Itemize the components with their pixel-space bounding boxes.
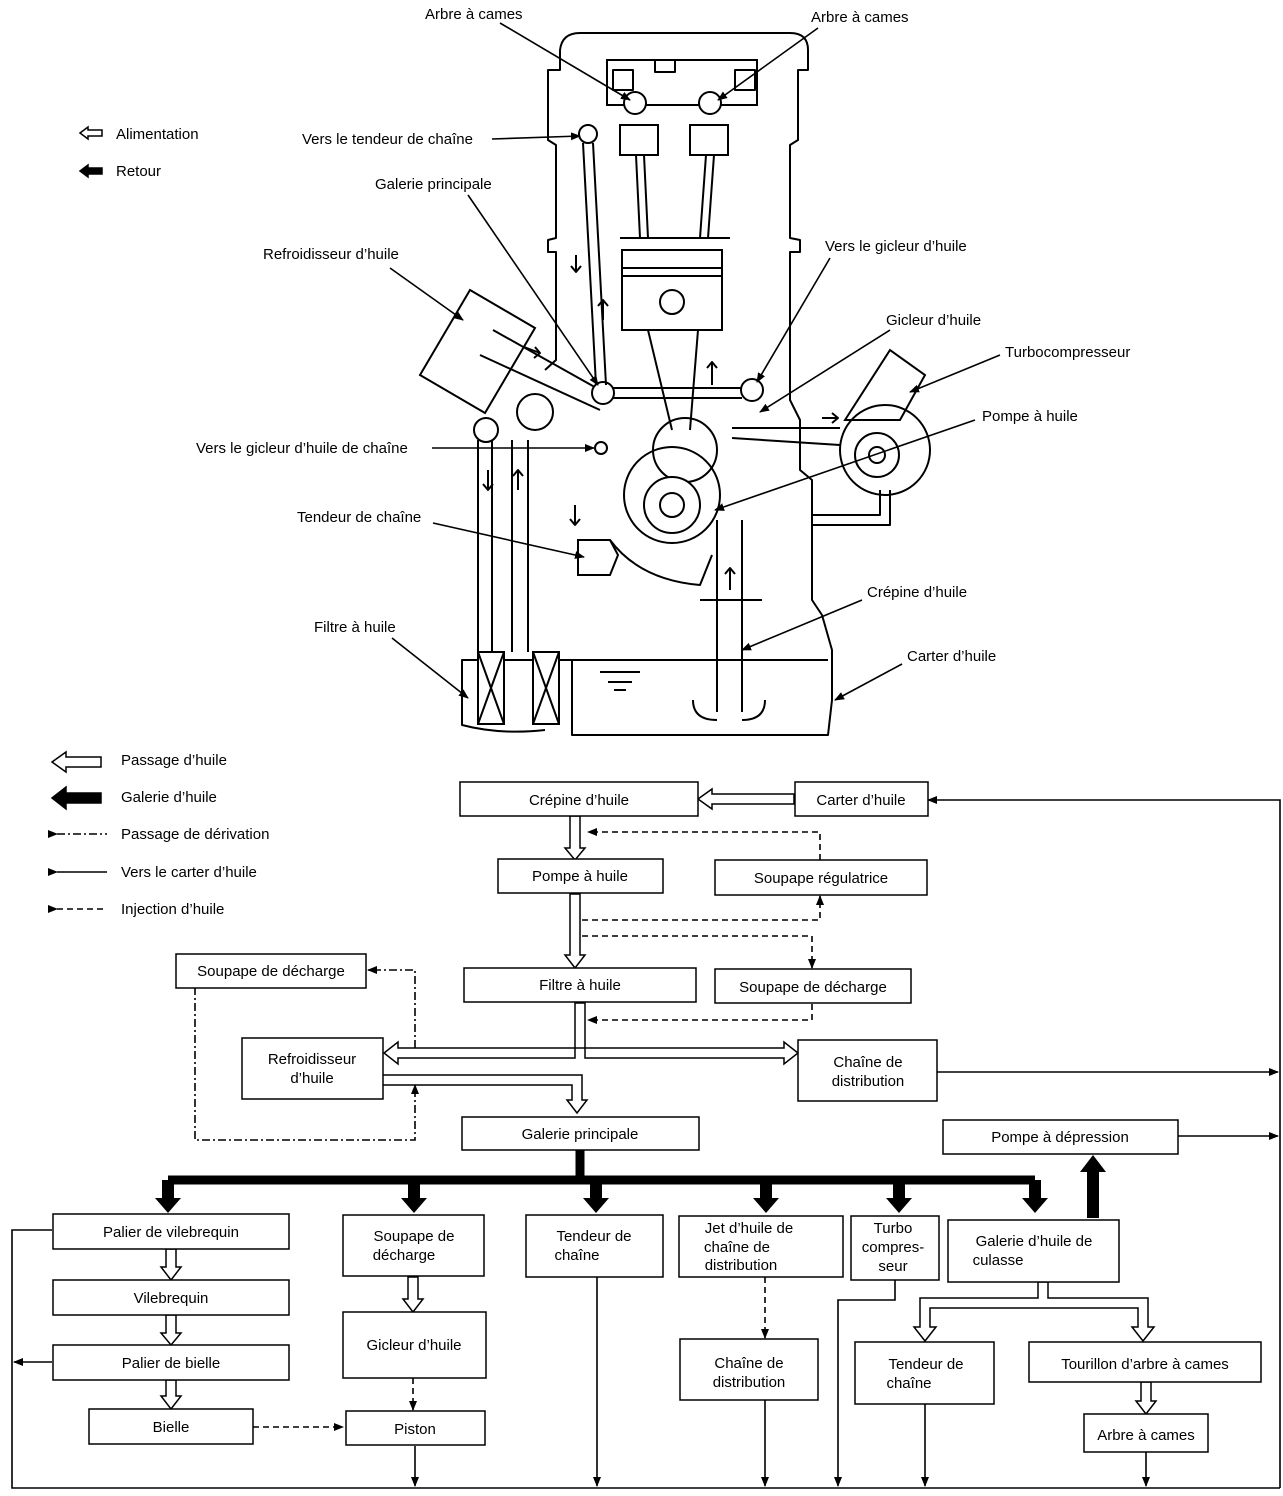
box-tourillon: Tourillon d’arbre à cames [1061, 1356, 1229, 1373]
box-culasse-line1: Galerie d’huile de [976, 1233, 1093, 1250]
box-soupape-decharge-right: Soupape de décharge [739, 979, 887, 996]
label-gicleur: Gicleur d’huile [886, 312, 981, 329]
box-jet-line2: chaîne de [704, 1239, 770, 1256]
box-bielle: Bielle [153, 1419, 190, 1436]
box-refroidisseur-line2: d’huile [290, 1070, 333, 1087]
label-crepine: Crépine d’huile [867, 584, 967, 601]
box-arbre-cames: Arbre à cames [1097, 1427, 1195, 1444]
box-soupape-mid-line1: Soupape de [374, 1228, 455, 1245]
legend-top: Alimentation Retour [78, 125, 199, 180]
box-turbo-line2: compres- [862, 1239, 925, 1256]
legend-retour: Retour [116, 163, 161, 180]
box-refroidisseur-line1: Refroidisseur [268, 1051, 356, 1068]
box-tendeur1-line1: Tendeur de [556, 1228, 631, 1245]
box-tendeur2-line2: chaîne [886, 1375, 931, 1392]
label-galerie-principale: Galerie principale [375, 176, 492, 193]
box-jet-line3: distribution [705, 1257, 778, 1274]
label-filtre: Filtre à huile [314, 619, 396, 636]
legend-injection: Injection d’huile [121, 901, 224, 918]
label-pompe: Pompe à huile [982, 408, 1078, 425]
box-chaine-line2: distribution [832, 1073, 905, 1090]
box-tendeur2-line1: Tendeur de [888, 1356, 963, 1373]
box-crepine: Crépine d’huile [529, 792, 629, 809]
legend-alimentation: Alimentation [116, 126, 199, 143]
box-soupape-mid-line2: décharge [373, 1247, 436, 1264]
legend-passage: Passage d’huile [121, 752, 227, 769]
box-gicleur: Gicleur d’huile [366, 1337, 461, 1354]
legend-galerie: Galerie d’huile [121, 789, 217, 806]
label-vers-tendeur: Vers le tendeur de chaîne [302, 131, 473, 148]
legend-vers-carter: Vers le carter d’huile [121, 864, 257, 881]
engine-cutaway-drawing [418, 32, 931, 736]
box-chaine-line1: Chaîne de [833, 1054, 902, 1071]
label-arbre-a-cames-1: Arbre à cames [425, 6, 523, 23]
box-pompe-depression: Pompe à dépression [991, 1129, 1129, 1146]
box-chaine2-line1: Chaîne de [714, 1355, 783, 1372]
box-vilebrequin: Vilebrequin [134, 1290, 209, 1307]
label-tendeur: Tendeur de chaîne [297, 509, 421, 526]
box-filtre: Filtre à huile [539, 977, 621, 994]
box-chaine2-line2: distribution [713, 1374, 786, 1391]
label-vers-gicleur: Vers le gicleur d’huile [825, 238, 967, 255]
oil-passage-arrow-icon [50, 750, 102, 774]
box-jet-line1: Jet d’huile de [705, 1220, 793, 1237]
label-vers-gicleur-chaine: Vers le gicleur d’huile de chaîne [196, 440, 408, 457]
box-piston: Piston [394, 1421, 436, 1438]
engine-labels: Arbre à cames Arbre à cames Vers le tend… [196, 6, 1130, 701]
solid-arrow-icon [78, 163, 103, 179]
box-carter: Carter d’huile [816, 792, 905, 809]
box-palier-bielle: Palier de bielle [122, 1355, 220, 1372]
box-palier-vilebrequin: Palier de vilebrequin [103, 1224, 239, 1241]
box-soupape-regulatrice: Soupape régulatrice [754, 870, 888, 887]
legend-derivation: Passage de dérivation [121, 826, 269, 843]
box-culasse-line2: culasse [973, 1252, 1024, 1269]
oil-gallery-arrow-icon [50, 785, 102, 811]
flow-boxes: Crépine d’huile Carter d’huile Pompe à h… [52, 781, 1262, 1453]
box-galerie-principale: Galerie principale [522, 1126, 639, 1143]
box-soupape-decharge-left: Soupape de décharge [197, 963, 345, 980]
box-turbo-line3: seur [878, 1258, 907, 1275]
label-turbo: Turbocompresseur [1005, 344, 1130, 361]
hollow-arrow-icon [78, 125, 103, 141]
legend-bottom: Passage d’huile Galerie d’huile Passage … [48, 750, 269, 918]
flow-connectors [11, 787, 1281, 1489]
box-tendeur1-line2: chaîne [554, 1247, 599, 1264]
box-turbo-line1: Turbo [874, 1220, 913, 1237]
label-arbre-a-cames-2: Arbre à cames [811, 9, 909, 26]
label-refroidisseur: Refroidisseur d’huile [263, 246, 399, 263]
label-carter: Carter d’huile [907, 648, 996, 665]
box-pompe: Pompe à huile [532, 868, 628, 885]
